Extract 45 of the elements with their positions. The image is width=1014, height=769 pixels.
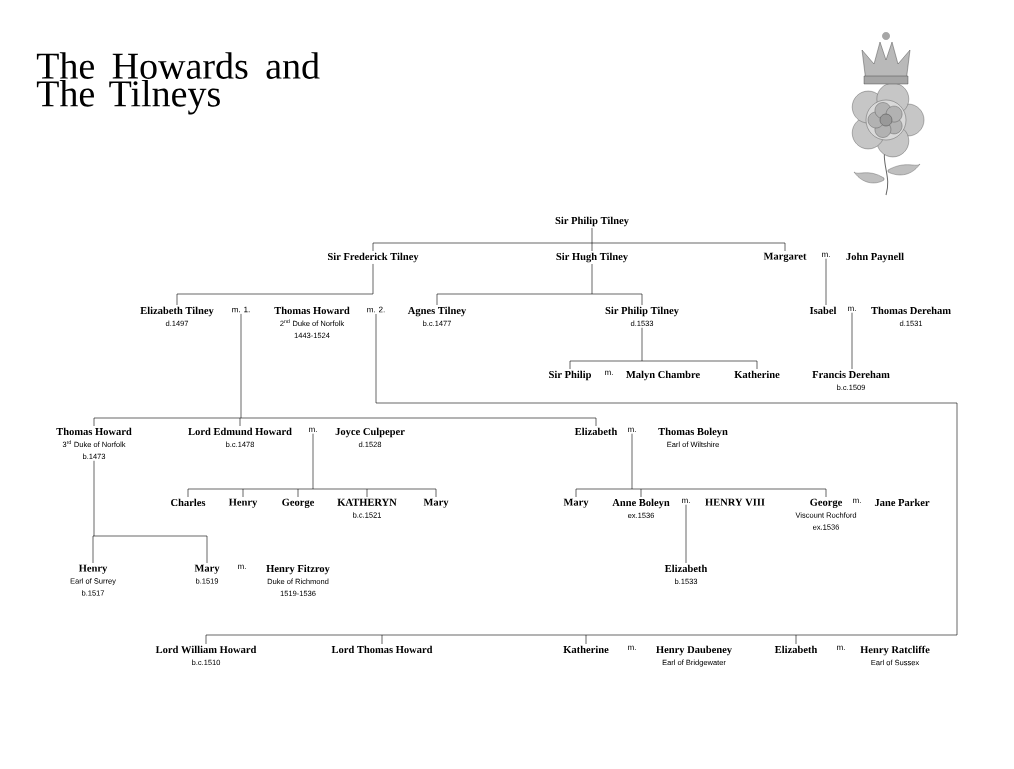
person-name: George: [282, 498, 315, 508]
person-name: Henry: [228, 498, 258, 508]
person-name: John Paynell: [846, 252, 904, 263]
person-name: HENRY VIII: [705, 498, 765, 506]
marriage-mark: m.: [853, 498, 861, 503]
person-name: Katherine: [563, 645, 609, 654]
marriage-mark: m.: [822, 252, 830, 257]
marriage-mark: m.: [837, 645, 845, 650]
family-line: [851, 312, 853, 370]
title: The Howards and The Tilneys: [36, 52, 320, 115]
family-line: [93, 313, 597, 427]
person-name: Mary: [563, 498, 589, 508]
marriage-mark: m.: [628, 427, 636, 432]
marriage-mark: m.: [605, 370, 613, 375]
family-line: [436, 263, 643, 306]
person-name: Elizabeth: [574, 427, 618, 436]
person-name: Jane Parker: [874, 498, 930, 507]
person-name: Margaret: [763, 252, 807, 262]
marriage-mark: m. 2.: [367, 306, 385, 313]
family-line: [176, 263, 374, 306]
person-name: Elizabeth: [774, 645, 818, 654]
person-name: Sir Frederick Tilney: [328, 252, 419, 263]
person-name: Mary: [423, 498, 449, 508]
marriage-mark: m. 1.: [232, 306, 250, 313]
family-line: [575, 433, 827, 498]
marriage-mark: m.: [309, 427, 317, 432]
family-line: [92, 460, 208, 564]
person-name: Lord Thomas Howard: [331, 645, 433, 654]
family-line: [187, 433, 437, 498]
family-line: [205, 313, 958, 645]
person-name: Sir Philip Tilney: [555, 216, 629, 227]
person-name: Charles: [171, 498, 206, 507]
person-name: Sir Philip: [549, 370, 592, 381]
family-line: [685, 504, 687, 564]
family-line: [372, 227, 786, 252]
marriage-mark: m.: [682, 498, 690, 503]
marriage-mark: m.: [628, 645, 636, 650]
family-line: [825, 258, 827, 306]
person-name: Malyn Chambre: [626, 370, 700, 381]
marriage-mark: m.: [848, 306, 856, 311]
family-line: [569, 327, 758, 370]
person-name: Isabel: [809, 306, 837, 315]
person-name: Sir Hugh Tilney: [556, 252, 628, 263]
person-name: Katherine: [734, 370, 780, 379]
marriage-mark: m.: [238, 564, 246, 569]
